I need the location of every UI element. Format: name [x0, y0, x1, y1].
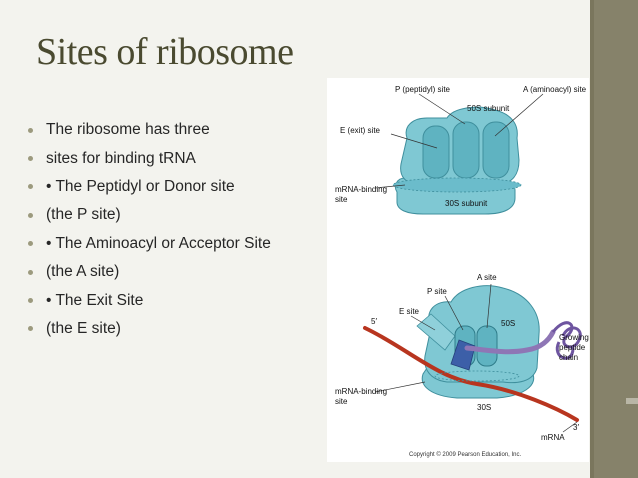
growing-label-2: peptide — [559, 343, 586, 352]
bottom-50s-label: 50S — [501, 319, 515, 328]
bullet-item: • The Aminoacyl or Acceptor Site — [28, 230, 328, 258]
a-site-label: A (aminoacyl) site — [523, 85, 587, 94]
e-site-slot — [422, 125, 450, 179]
bullet-item: (the P site) — [28, 201, 328, 229]
sidebar-notch — [626, 398, 638, 404]
bottom-p-site-leader — [444, 295, 464, 331]
ribosome-bottom-diagram: A site P site E site 5′ 50S Growing pept… — [335, 273, 589, 458]
bullet-dot-icon — [28, 298, 33, 304]
bullet-dot-icon — [28, 326, 33, 332]
bullet-dot-icon — [28, 212, 33, 218]
bullet-dot-icon — [28, 156, 33, 162]
bullet-item: sites for binding tRNA — [28, 144, 328, 172]
subunit-50s-label: 50S subunit — [467, 104, 510, 113]
bullet-list: The ribosome has three sites for binding… — [28, 116, 328, 343]
bottom-e-site-leader — [410, 315, 436, 331]
ribosome-top-diagram: P (peptidyl) site A (aminoacyl) site 50S… — [335, 85, 587, 215]
bottom-mrna-binding-label-1: mRNA-binding — [335, 387, 387, 396]
bottom-30s-label: 30S — [477, 403, 491, 412]
five-prime-label: 5′ — [371, 317, 377, 326]
bottom-mrna-binding-label-2: site — [335, 397, 348, 406]
bottom-a-site-label: A site — [477, 273, 497, 282]
p-site-slot — [452, 121, 480, 179]
a-site-slot — [482, 121, 510, 179]
bullet-dot-icon — [28, 269, 33, 275]
e-site-leader — [390, 133, 438, 149]
peptide-chain — [464, 329, 556, 355]
e-site-label: E (exit) site — [340, 126, 381, 135]
ribosome-diagram: P (peptidyl) site A (aminoacyl) site 50S… — [335, 85, 589, 458]
peptide-knot — [551, 321, 582, 360]
bullet-item: (the E site) — [28, 315, 328, 343]
ribosome-figure: P (peptidyl) site A (aminoacyl) site 50S… — [327, 78, 589, 462]
copyright-text: Copyright © 2009 Pearson Education, Inc. — [409, 451, 521, 458]
mrna-label-leader — [562, 421, 578, 433]
bottom-e-site-label: E site — [399, 307, 420, 316]
bottom-p-site-label: P site — [427, 287, 447, 296]
mrna-site-leader — [374, 184, 406, 189]
mrna-label: mRNA — [541, 433, 565, 442]
bottom-mrna-site-leader — [374, 381, 426, 393]
bottom-a-site-leader — [486, 283, 492, 329]
slide-title: Sites of ribosome — [36, 31, 294, 73]
mrna-groove — [392, 177, 522, 193]
mrna-binding-label-2: site — [335, 195, 348, 204]
p-site-leader — [418, 93, 466, 125]
three-prime-label: 3′ — [573, 423, 579, 432]
bullet-dot-icon — [28, 241, 33, 247]
p-site-label: P (peptidyl) site — [395, 85, 451, 94]
bullet-item: (the A site) — [28, 258, 328, 286]
mrna-binding-label-1: mRNA-binding — [335, 185, 387, 194]
bottom-a-site-slot — [476, 325, 498, 367]
growing-label-1: Growing — [559, 333, 589, 342]
decorative-sidebar — [590, 0, 638, 478]
bottom-mrna-groove — [434, 370, 520, 382]
growing-label-3: chain — [559, 353, 578, 362]
a-site-leader — [494, 93, 544, 137]
bullet-dot-icon — [28, 127, 33, 133]
bullet-item: • The Exit Site — [28, 286, 328, 314]
bullet-dot-icon — [28, 184, 33, 190]
sidebar-stripe — [590, 0, 594, 478]
bullet-item: The ribosome has three — [28, 116, 328, 144]
subunit-30s-label: 30S subunit — [445, 199, 488, 208]
mrna-strand — [363, 326, 579, 422]
bullet-item: • The Peptidyl or Donor site — [28, 173, 328, 201]
